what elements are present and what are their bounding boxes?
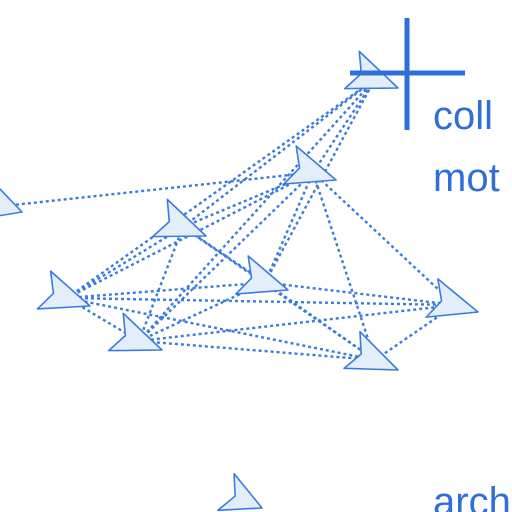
cross-marker-icon — [350, 18, 465, 130]
edge-n-lower-left-to-n-right — [138, 303, 456, 343]
n-left-edge-arrowhead-icon — [0, 187, 23, 217]
edge-n-right-to-n-upper — [312, 171, 456, 306]
edge-n-center-to-n-mid-left — [182, 226, 266, 284]
n-mid-left-arrowhead-icon — [151, 198, 207, 238]
label-bottom: arch — [433, 480, 511, 512]
edge-n-far-left-to-n-top — [66, 78, 376, 299]
edge-n-upper-to-n-top — [311, 78, 377, 174]
n-bottom-icon-arrowhead-icon — [217, 472, 263, 512]
label-top-line2: mot — [433, 156, 500, 200]
edge-n-lower-left-to-n-top — [138, 78, 376, 342]
edges-layer — [3, 78, 456, 362]
n-lower-right-arrowhead-icon — [343, 330, 399, 371]
n-right-arrowhead-icon — [425, 278, 479, 318]
edge-n-center-to-n-upper — [263, 172, 315, 283]
edge-n-lower-left-to-n-mid-left — [137, 226, 185, 342]
edge-n-lower-left-to-n-lower-right — [138, 339, 376, 362]
edge-n-mid-left-to-n-top — [182, 78, 376, 228]
n-upper-arrowhead-icon — [282, 145, 337, 185]
label-top-line1: coll — [433, 94, 494, 138]
n-far-left-arrowhead-icon — [36, 270, 91, 310]
n-lower-left-arrowhead-icon — [107, 312, 163, 352]
edge-n-lower-right-to-n-mid-left — [182, 226, 376, 361]
edge-n-far-left-to-n-mid-left — [66, 225, 184, 300]
nodes-layer — [0, 50, 479, 512]
n-top-arrowhead-icon — [343, 50, 399, 90]
n-center-arrowhead-icon — [234, 255, 289, 295]
edge-n-far-left-to-n-right — [66, 296, 456, 307]
edge-n-lower-right-to-n-upper — [311, 172, 377, 361]
edge-n-far-left-to-n-lower-right — [66, 296, 376, 362]
edge-n-center-to-n-right — [264, 281, 456, 307]
edge-n-far-left-to-n-center — [66, 281, 266, 300]
edge-n-left-edge-to-n-upper — [3, 171, 314, 208]
